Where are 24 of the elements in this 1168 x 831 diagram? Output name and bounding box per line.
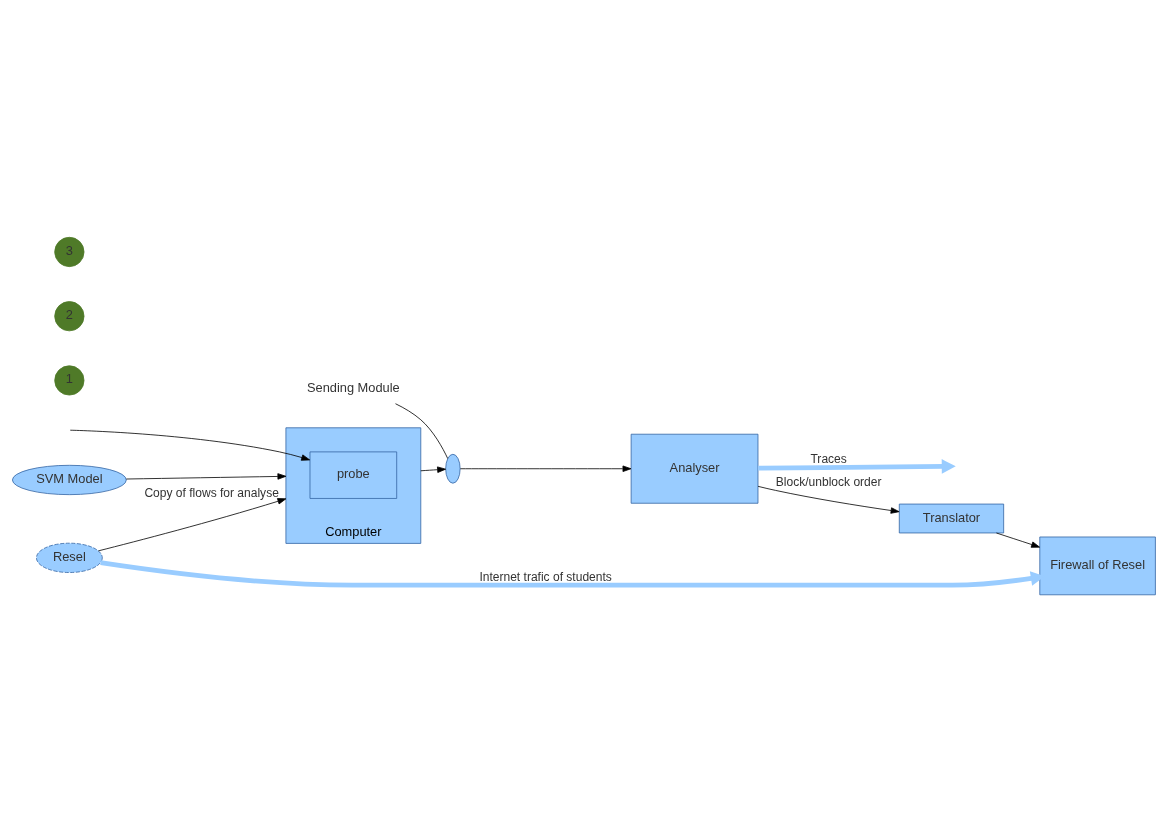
node-ellipse: Resel xyxy=(36,542,103,573)
node-circle: 2 xyxy=(54,300,85,331)
node-box: Firewall of Resel xyxy=(1039,536,1156,595)
arrow xyxy=(996,532,1040,548)
node-text: Sending Module xyxy=(306,379,400,395)
edge-label: Copy of flows for analyse xyxy=(144,485,279,500)
node-box: Translator xyxy=(898,503,1005,533)
node-circle: 1 xyxy=(54,364,85,395)
edge-label: Internet trafic of students xyxy=(479,569,612,584)
arrow xyxy=(125,472,287,480)
edge-label: Block/unblock order xyxy=(775,474,882,489)
arrow xyxy=(758,458,956,474)
arrow xyxy=(420,466,446,473)
arrow xyxy=(757,485,900,514)
node-ellipse xyxy=(445,453,461,484)
edge-label: Traces xyxy=(810,451,847,466)
node-box: probe xyxy=(309,451,398,499)
node-box: Analyser xyxy=(630,433,759,504)
arrow xyxy=(460,465,632,472)
node-ellipse: SVM Model xyxy=(12,464,127,495)
connector xyxy=(395,402,449,459)
arrow xyxy=(69,429,311,461)
arrow xyxy=(98,497,287,551)
node-circle: 3 xyxy=(54,236,85,267)
